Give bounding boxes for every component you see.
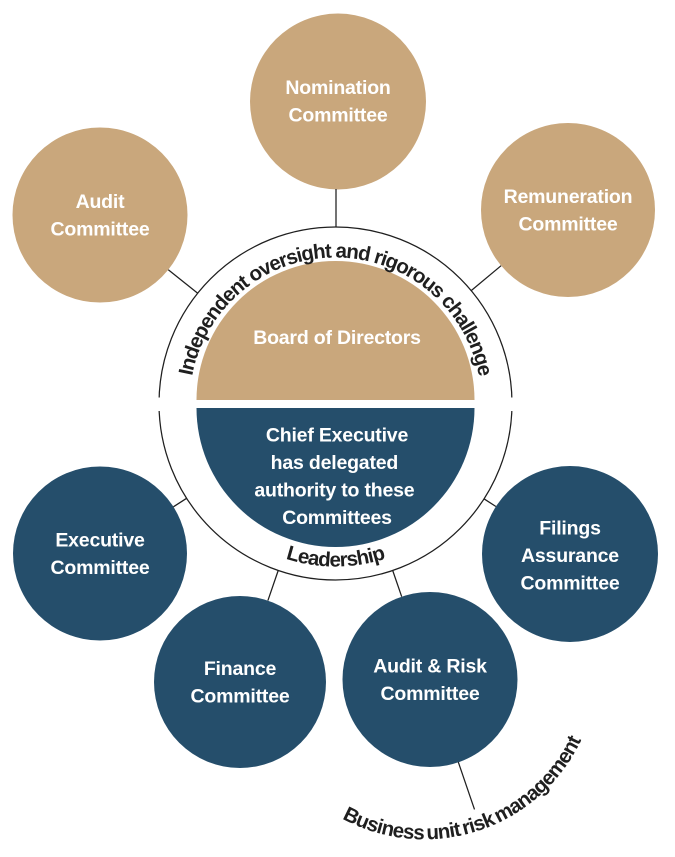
svg-text:Board of Directors: Board of Directors bbox=[253, 327, 421, 349]
